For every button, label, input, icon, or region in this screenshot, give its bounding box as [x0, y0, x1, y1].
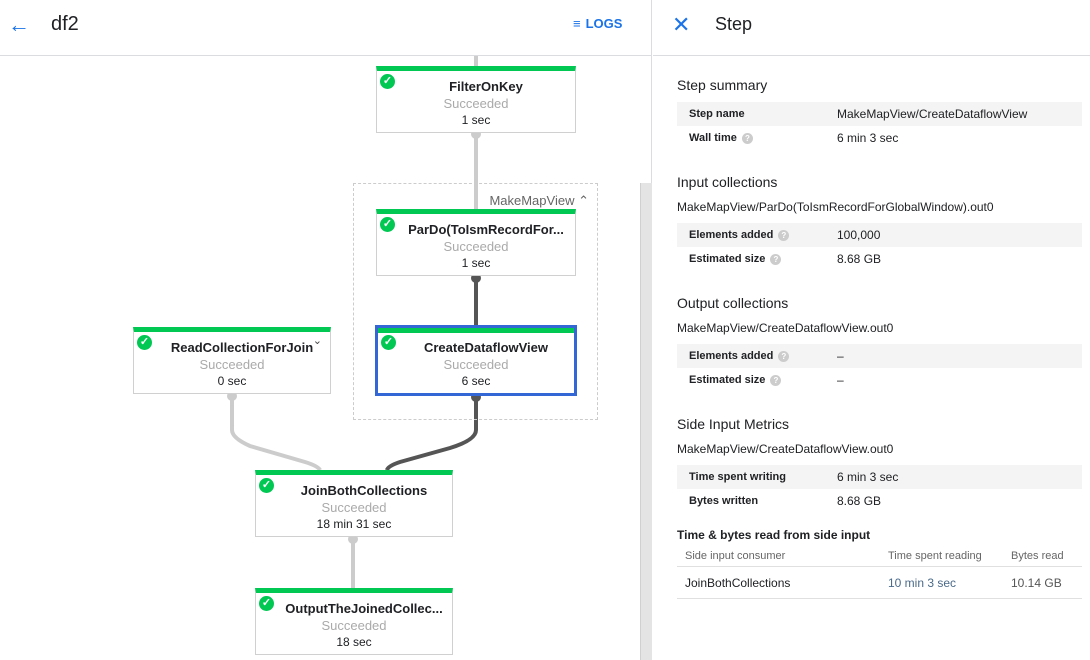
kv-row: Estimated size?– — [689, 373, 844, 387]
input-heading: Input collections — [677, 174, 778, 190]
side-input-name: MakeMapView/CreateDataflowView.out0 — [677, 442, 894, 456]
check-icon: ✓ — [137, 335, 152, 350]
job-title: df2 — [51, 13, 79, 35]
read-heading: Time & bytes read from side input — [677, 528, 871, 542]
help-icon: ? — [770, 374, 782, 386]
step-header: ✕ Step — [653, 0, 1090, 56]
group-label[interactable]: MakeMapView ⌃ — [489, 193, 589, 208]
chevron-up-icon: ⌃ — [578, 193, 589, 208]
kv-row: Estimated size?8.68 GB — [689, 252, 882, 266]
list-icon: ≡ — [573, 16, 581, 31]
check-icon: ✓ — [259, 596, 274, 611]
side-input-heading: Side Input Metrics — [677, 416, 790, 432]
chevron-down-icon[interactable]: ⌄ — [312, 335, 322, 347]
help-icon: ? — [778, 229, 790, 241]
edge — [230, 394, 322, 472]
edge — [385, 395, 478, 471]
check-icon: ✓ — [259, 478, 274, 493]
help-icon: ? — [770, 253, 782, 265]
logs-button[interactable]: ≡ LOGS — [573, 16, 622, 31]
logs-label: LOGS — [585, 16, 623, 31]
arrow-left-icon[interactable]: ← — [8, 12, 30, 37]
output-heading: Output collections — [677, 295, 789, 311]
help-icon: ? — [741, 132, 753, 144]
check-icon: ✓ — [381, 335, 396, 350]
kv-row: Wall time?6 min 3 sec — [689, 131, 899, 145]
kv-row: Elements added?100,000 — [677, 223, 1082, 247]
scrollbar[interactable] — [640, 183, 652, 660]
check-icon: ✓ — [380, 217, 395, 232]
check-icon: ✓ — [380, 74, 395, 89]
step-summary-heading: Step summary — [677, 77, 768, 93]
close-icon[interactable]: ✕ — [672, 12, 691, 37]
kv-row: Elements added?– — [677, 344, 1082, 368]
group-makemapview: MakeMapView ⌃ — [353, 183, 598, 420]
step-title: Step — [715, 14, 753, 34]
header: ← df2 ≡ LOGS — [0, 0, 652, 56]
input-collection-name: MakeMapView/ParDo(ToIsmRecordForGlobalWi… — [677, 200, 994, 214]
output-collection-name: MakeMapView/CreateDataflowView.out0 — [677, 321, 894, 335]
help-icon: ? — [778, 350, 790, 362]
